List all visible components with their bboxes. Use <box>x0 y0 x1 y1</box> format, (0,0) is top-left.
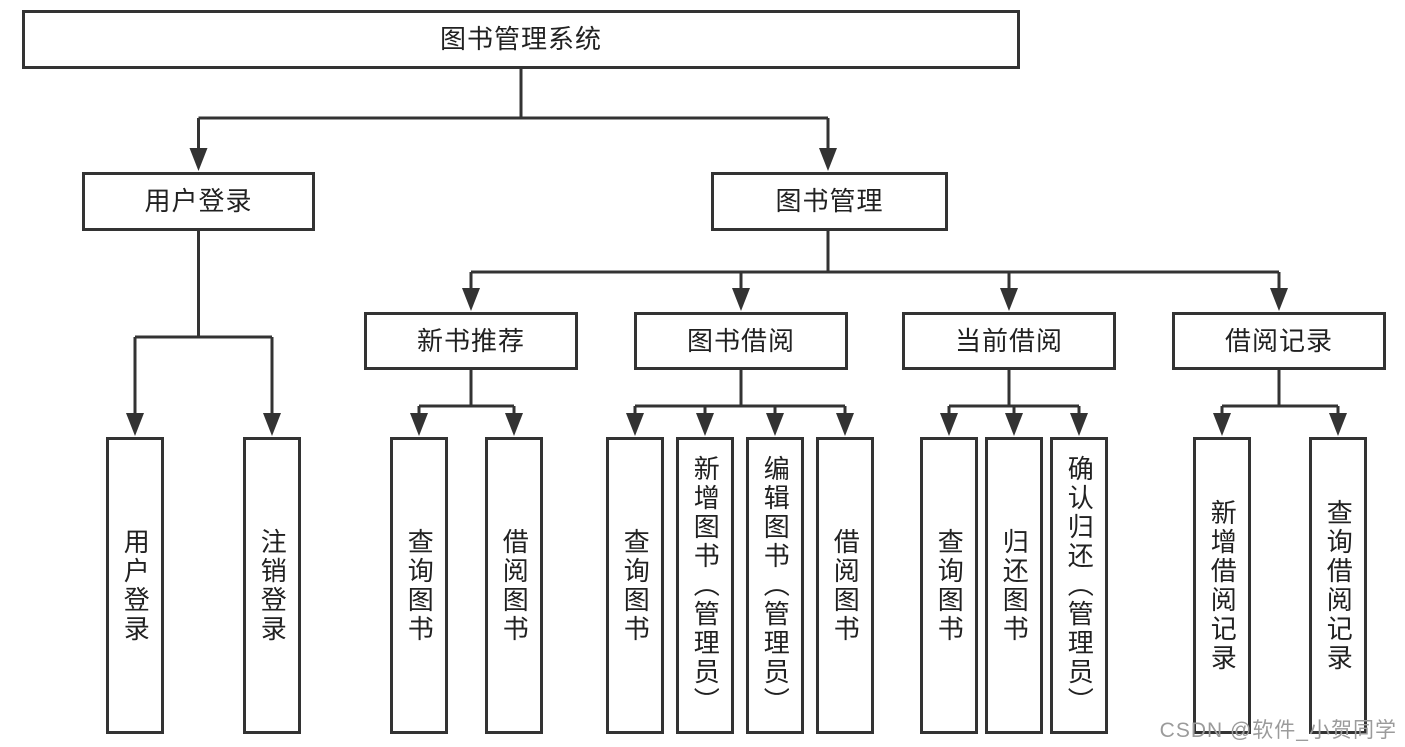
leaf-borrow-add-books-admin: 新增图书（管理员） <box>676 437 734 734</box>
node-book-management: 图书管理 <box>711 172 948 231</box>
leaf-borrow-query-books: 查询图书 <box>606 437 664 734</box>
node-root-system: 图书管理系统 <box>22 10 1020 69</box>
connector-path <box>133 69 1340 414</box>
leaf-records-query-record: 查询借阅记录 <box>1309 437 1367 734</box>
leaf-user-login: 用户登录 <box>106 437 164 734</box>
node-current-borrow: 当前借阅 <box>902 312 1116 370</box>
leaf-records-add-record: 新增借阅记录 <box>1193 437 1251 734</box>
leaf-borrow-edit-books-admin: 编辑图书（管理员） <box>746 437 804 734</box>
arrowheads <box>126 148 1347 436</box>
leaf-newbook-borrow-books: 借阅图书 <box>485 437 543 734</box>
leaf-current-return-books: 归还图书 <box>985 437 1043 734</box>
node-borrow-records: 借阅记录 <box>1172 312 1386 370</box>
node-user-login: 用户登录 <box>82 172 315 231</box>
leaf-newbook-query-books: 查询图书 <box>390 437 448 734</box>
node-book-borrow: 图书借阅 <box>634 312 848 370</box>
leaf-borrow-borrow-books: 借阅图书 <box>816 437 874 734</box>
leaf-logout: 注销登录 <box>243 437 301 734</box>
watermark: CSDN @软件_小贺同学 <box>1159 719 1397 742</box>
leaf-current-confirm-return-admin: 确认归还（管理员） <box>1050 437 1108 734</box>
leaf-current-query-books: 查询图书 <box>920 437 978 734</box>
node-new-book-recommend: 新书推荐 <box>364 312 578 370</box>
